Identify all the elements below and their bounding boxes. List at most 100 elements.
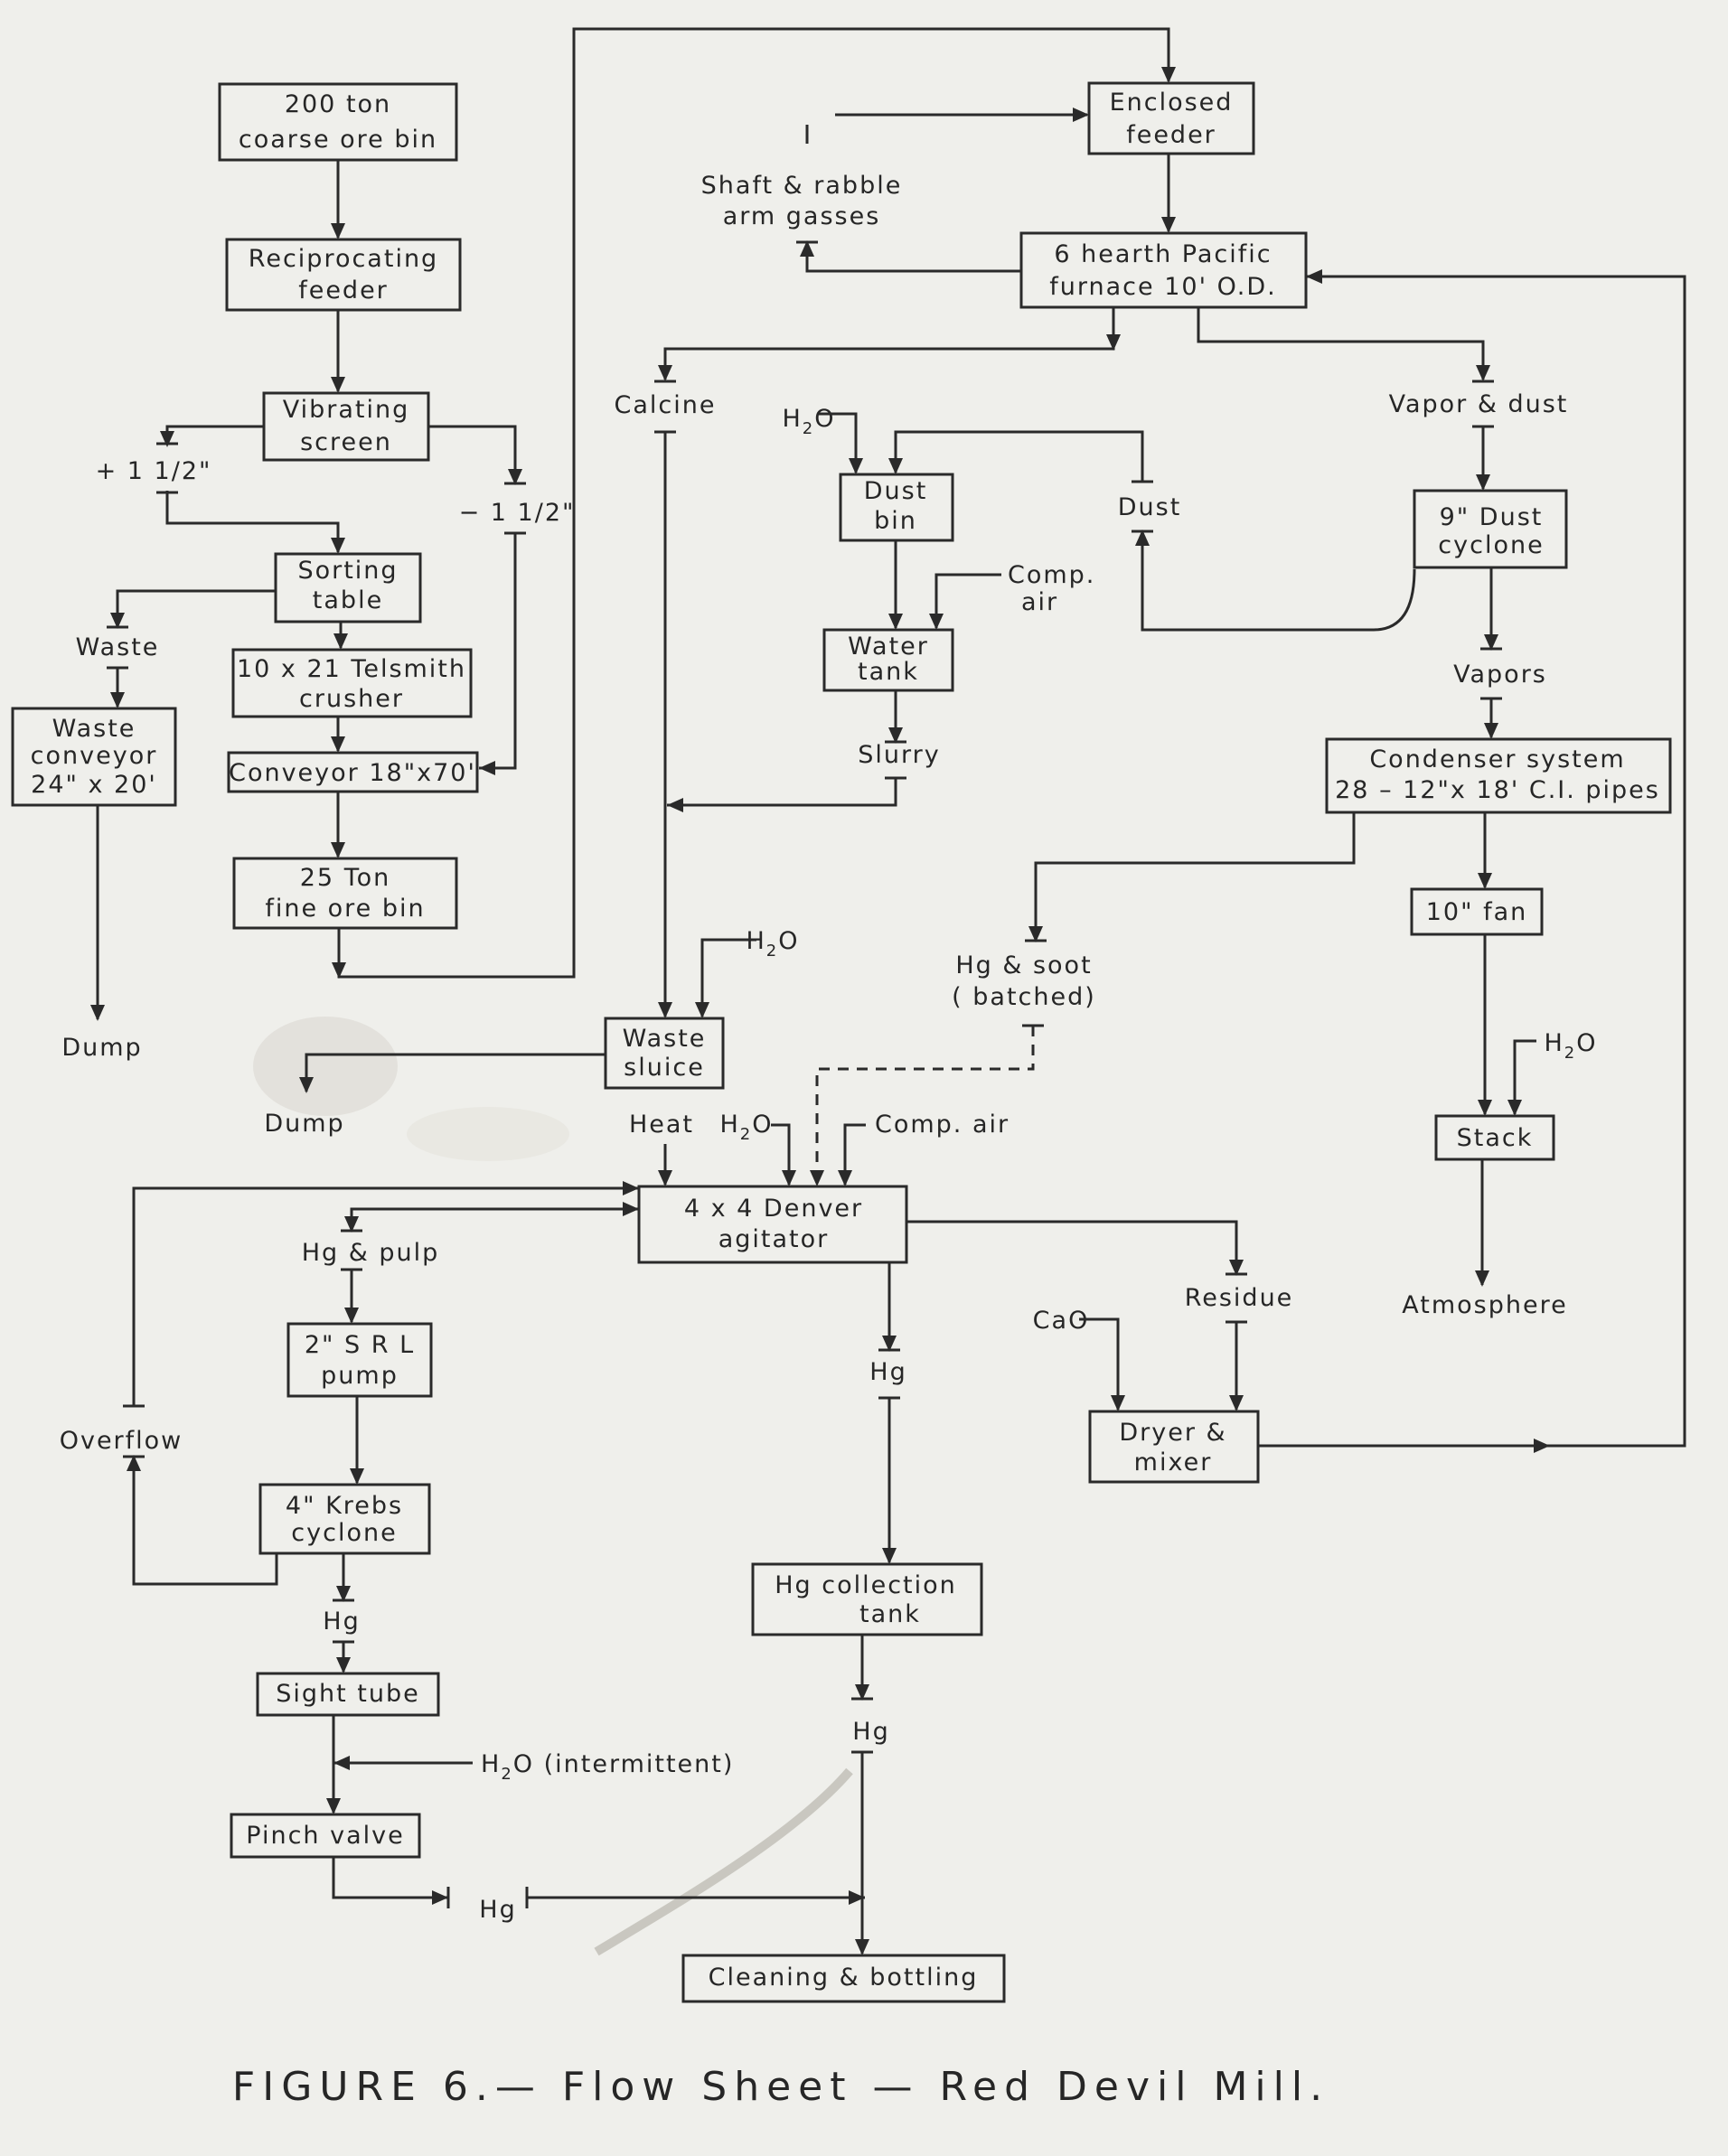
denver-agitator-label-1: 4 x 4 Denver xyxy=(684,1195,863,1223)
sight-tube-label: Sight tube xyxy=(276,1680,420,1708)
waste-conveyor-label-3: 24" x 20' xyxy=(31,771,157,799)
sight-tube-box xyxy=(256,1672,440,1717)
waste-conveyor-box xyxy=(11,707,177,807)
telsmith-crusher-label-1: 10 x 21 Telsmith xyxy=(237,655,466,683)
pinch-valve-box xyxy=(230,1813,421,1859)
reciprocating-feeder-box xyxy=(225,238,462,312)
pacific-furnace-label-2: furnace 10' O.D. xyxy=(1049,273,1276,301)
hg-collection-tank-label-2: tank xyxy=(859,1600,921,1628)
coarse-ore-bin-label-2: coarse ore bin xyxy=(239,126,437,154)
h2o-stack-label: H2O xyxy=(1544,1029,1597,1063)
fan-label: 10" fan xyxy=(1426,898,1528,926)
flow-arrowheads xyxy=(90,67,1550,1955)
vapors-label: Vapors xyxy=(1453,661,1547,689)
hg-agitator-label: Hg xyxy=(869,1358,906,1386)
pacific-furnace-label-1: 6 hearth Pacific xyxy=(1054,240,1272,268)
srl-pump-label-1: 2" S R L xyxy=(305,1331,415,1359)
srl-pump-label-2: pump xyxy=(321,1362,399,1390)
enclosed-feeder-box xyxy=(1087,81,1255,155)
condenser-label-2: 28 – 12"x 18' C.I. pipes xyxy=(1335,776,1660,804)
hg-collection-tank-label-1: Hg collection xyxy=(775,1571,957,1599)
telsmith-crusher-box xyxy=(231,648,473,718)
atmosphere-label: Atmosphere xyxy=(1402,1291,1567,1319)
hg-krebs-label: Hg xyxy=(323,1608,360,1636)
sorting-table-label-2: table xyxy=(313,586,383,614)
krebs-cyclone-label-1: 4" Krebs xyxy=(286,1492,403,1520)
minus-size-label: − 1 1/2" xyxy=(459,499,576,527)
paper-stain xyxy=(407,1107,569,1161)
flow-connectors xyxy=(96,27,1686,1954)
shaft-gasses-label-1: Shaft & rabble xyxy=(701,172,903,200)
hg-pinch-label: Hg xyxy=(479,1896,516,1924)
dust-cyclone-label-2: cyclone xyxy=(1438,531,1544,559)
waste-conveyor-label-1: Waste xyxy=(52,715,136,743)
waste-sluice-label-1: Waste xyxy=(623,1025,707,1053)
condenser-system-box xyxy=(1325,737,1672,814)
conveyor-box xyxy=(227,751,479,793)
stack-box xyxy=(1434,1114,1555,1161)
fine-ore-bin-label-2: fine ore bin xyxy=(265,895,425,923)
hg-soot-label-2: ( batched) xyxy=(952,983,1096,1011)
waste-sluice-label-2: sluice xyxy=(624,1054,705,1082)
dryer-mixer-label-2: mixer xyxy=(1134,1448,1213,1476)
fan-box xyxy=(1410,887,1544,936)
pinch-valve-label: Pinch valve xyxy=(246,1822,404,1850)
waste-label: Waste xyxy=(76,633,160,661)
vibrating-screen-label-1: Vibrating xyxy=(283,396,410,424)
h2o-dust-label: H2O xyxy=(782,405,835,438)
hg-soot-label-1: Hg & soot xyxy=(955,951,1092,980)
reciprocating-feeder-label-2: feeder xyxy=(298,277,389,305)
comp-air-top-label-2: air xyxy=(1021,588,1058,616)
residue-label: Residue xyxy=(1185,1284,1294,1312)
hg-pulp-label: Hg & pulp xyxy=(302,1239,440,1267)
comp-air-agitator-label: Comp. air xyxy=(875,1111,1010,1139)
denver-agitator-box xyxy=(637,1185,908,1264)
pencil-smudge xyxy=(594,1767,853,1956)
calcine-label: Calcine xyxy=(615,391,717,419)
overflow-label: Overflow xyxy=(60,1427,183,1455)
slurry-label: Slurry xyxy=(858,741,940,769)
plus-size-label: + 1 1/2" xyxy=(96,457,212,485)
heat-label: Heat xyxy=(629,1111,694,1139)
figure-caption: FIGURE 6.— Flow Sheet — Red Devil Mill. xyxy=(232,2064,1329,2110)
fine-ore-bin-label-1: 25 Ton xyxy=(300,864,390,892)
vapor-dust-label: Vapor & dust xyxy=(1389,390,1569,418)
cleaning-bottling-label: Cleaning & bottling xyxy=(709,1964,979,1992)
dust-bin-label-2: bin xyxy=(874,507,917,535)
cleaning-bottling-box xyxy=(681,1954,1006,2003)
paper-stain xyxy=(253,1017,398,1116)
hg-tank-label: Hg xyxy=(852,1718,889,1746)
water-tank-label-2: tank xyxy=(858,658,919,686)
sorting-table-label-1: Sorting xyxy=(297,557,398,585)
dump-mid-label: Dump xyxy=(264,1110,344,1138)
dust-label: Dust xyxy=(1118,493,1182,521)
dump-left-label: Dump xyxy=(61,1034,142,1062)
vibrating-screen-label-2: screen xyxy=(300,428,392,456)
enclosed-feeder-label-1: Enclosed xyxy=(1110,89,1234,117)
condenser-label-1: Condenser system xyxy=(1369,745,1625,773)
shaft-gasses-label-2: arm gasses xyxy=(723,202,881,230)
h2o-agitator-label: H2O xyxy=(719,1111,773,1144)
coarse-ore-bin-label-1: 200 ton xyxy=(285,90,391,118)
stack-label: Stack xyxy=(1457,1124,1534,1152)
waste-conveyor-label-2: conveyor xyxy=(31,742,158,770)
enclosed-feeder-label-2: feeder xyxy=(1126,121,1216,149)
conveyor-label: Conveyor 18"x70' xyxy=(229,759,476,787)
sorting-table-box xyxy=(274,552,422,623)
krebs-cyclone-label-2: cyclone xyxy=(291,1519,397,1547)
telsmith-crusher-label-2: crusher xyxy=(299,685,404,713)
reciprocating-feeder-label-1: Reciprocating xyxy=(249,245,438,273)
h2o-intermittent-label: H2O (intermittent) xyxy=(481,1750,734,1784)
dust-cyclone-label-1: 9" Dust xyxy=(1440,503,1544,531)
dust-bin-label-1: Dust xyxy=(864,477,928,505)
srl-pump-box xyxy=(286,1322,433,1398)
fine-ore-bin-box xyxy=(232,857,458,930)
water-tank-label-1: Water xyxy=(848,633,929,661)
dryer-mixer-label-1: Dryer & xyxy=(1119,1419,1226,1447)
cao-label: CaO xyxy=(1033,1307,1090,1335)
denver-agitator-label-2: agitator xyxy=(718,1225,830,1253)
water-tank-box xyxy=(822,628,954,692)
hg-collection-tank-box xyxy=(751,1562,983,1636)
